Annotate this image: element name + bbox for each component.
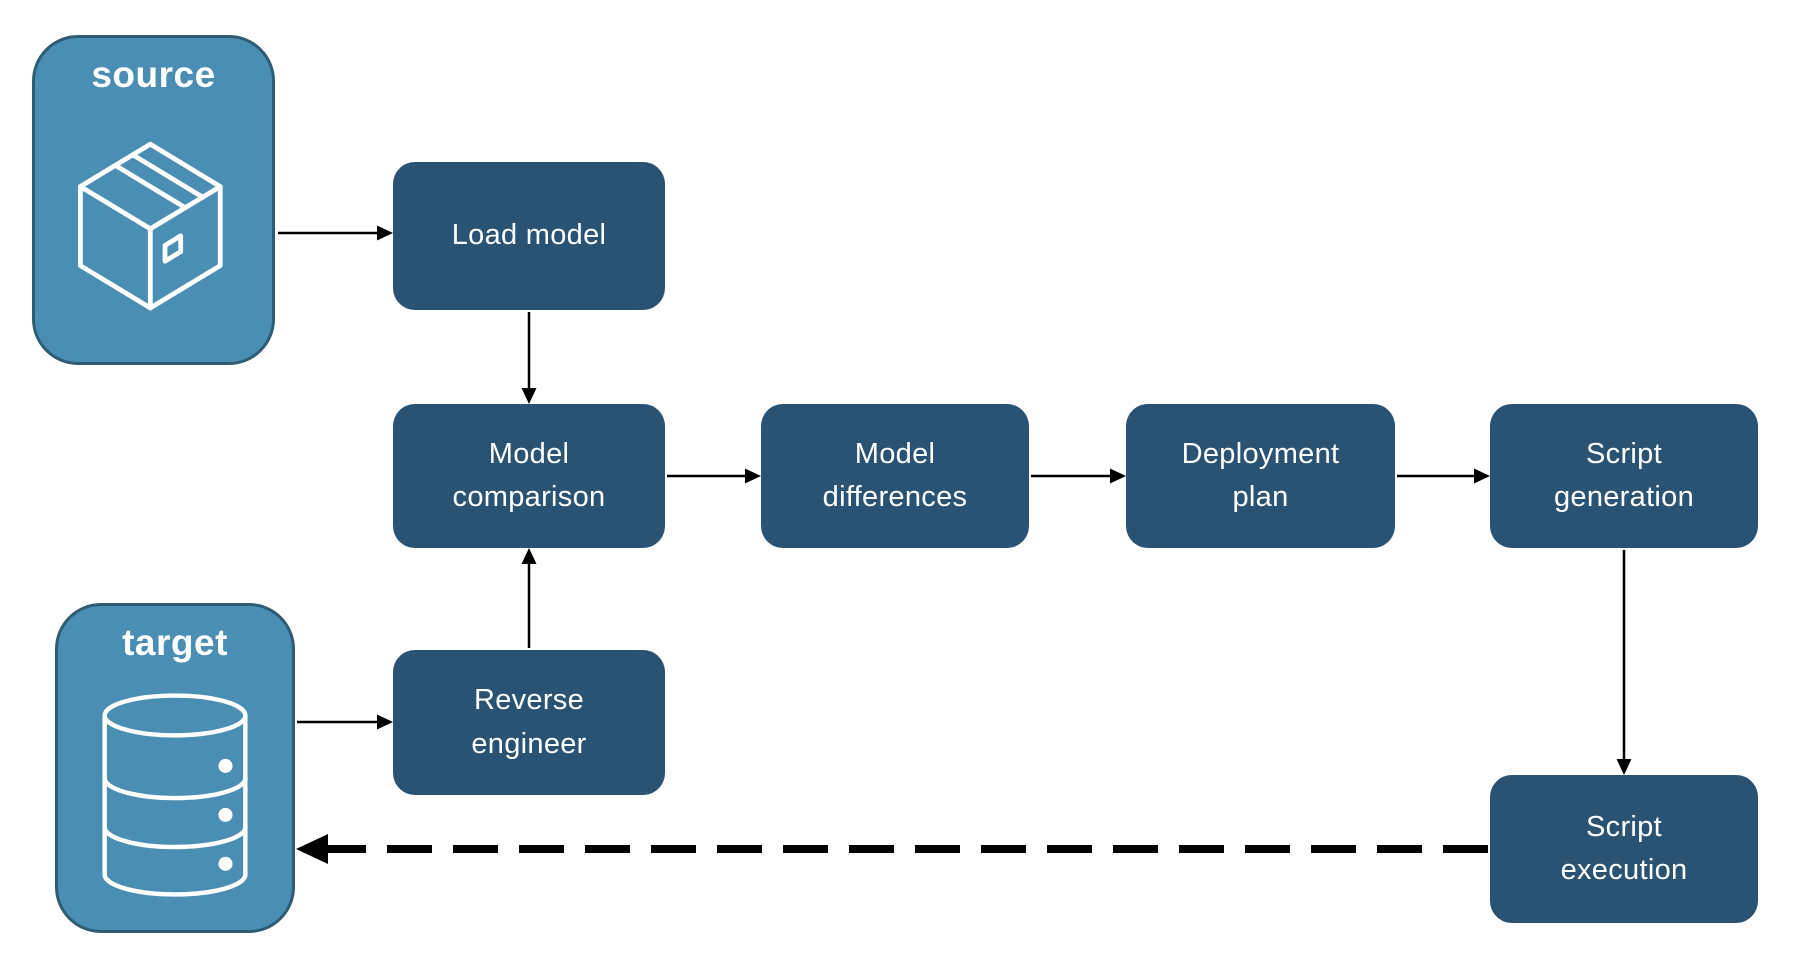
node-label: engineer — [471, 727, 587, 760]
node-label: Reverse — [473, 684, 585, 716]
edge-source-to-load-model — [278, 225, 393, 241]
node-deployment-plan: Deployment plan — [1126, 404, 1395, 548]
target-label: target — [122, 622, 228, 663]
edge-model-comparison-to-model-differences — [667, 468, 761, 484]
node-label: plan — [1232, 481, 1289, 513]
node-model-differences: Model differences — [761, 404, 1029, 548]
edge-script-execution-to-target — [296, 834, 1488, 864]
database-icon — [95, 691, 255, 904]
node-reverse-engineer: Reverse engineer — [393, 650, 665, 795]
edge-load-model-to-model-comparison — [521, 312, 537, 404]
edge-deployment-plan-to-script-generation — [1397, 468, 1490, 484]
node-label: differences — [822, 481, 968, 513]
node-label: comparison — [452, 481, 606, 513]
package-icon — [62, 135, 246, 324]
node-label: Load model — [451, 219, 607, 252]
node-label: Model — [488, 437, 570, 470]
target-panel: target — [55, 603, 295, 933]
node-label: Deployment — [1181, 437, 1340, 470]
edge-target-to-reverse-engineer — [297, 714, 393, 730]
edge-script-generation-to-script-execution — [1616, 550, 1632, 775]
node-script-generation: Script generation — [1490, 404, 1758, 548]
node-script-execution: Script execution — [1490, 775, 1758, 923]
node-load-model: Load model — [393, 162, 665, 310]
source-panel: source — [32, 35, 275, 365]
node-label: Script — [1586, 437, 1662, 470]
edge-reverse-engineer-to-model-comparison — [521, 548, 537, 648]
node-label: generation — [1553, 481, 1695, 513]
node-label: Script — [1586, 810, 1662, 843]
node-label: Model — [854, 437, 936, 470]
node-label: execution — [1560, 854, 1688, 886]
node-model-comparison: Model comparison — [393, 404, 665, 548]
edge-model-differences-to-deployment-plan — [1031, 468, 1126, 484]
source-label: source — [91, 54, 216, 95]
